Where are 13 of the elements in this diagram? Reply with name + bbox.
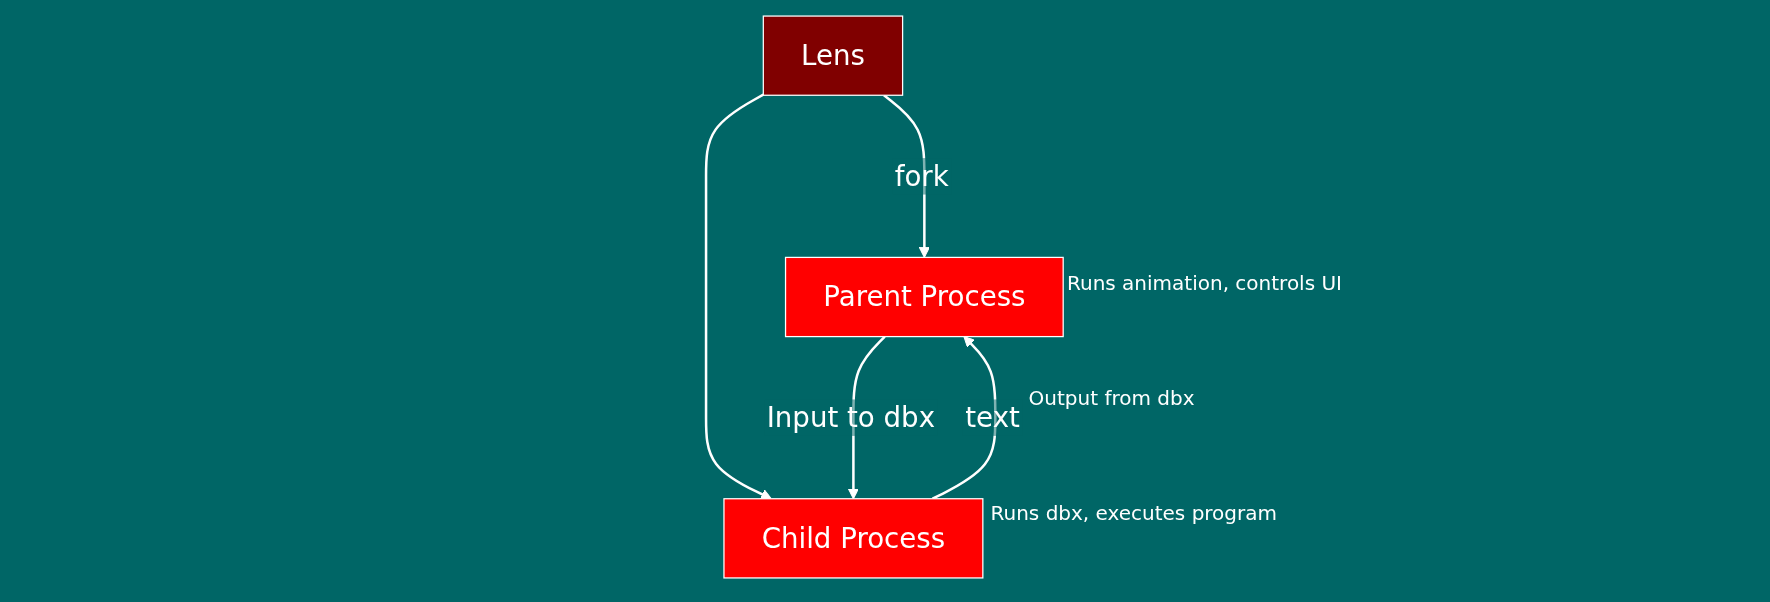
note-text: Output from dbx (1028, 385, 1195, 410)
node-box: Lens (763, 15, 904, 96)
edge-label: text (965, 401, 1021, 435)
node-box: Parent Process (785, 256, 1065, 338)
arrow (883, 94, 931, 258)
node-caption: Runs dbx, executes program (990, 500, 1277, 525)
arrow (932, 336, 997, 500)
node-box: Child Process (723, 498, 984, 579)
edge-label: fork (895, 159, 950, 193)
arrow (848, 335, 887, 500)
arrow (705, 93, 773, 500)
node-caption: Runs animation, controls UI (1066, 271, 1342, 295)
edge-label: Input to dbx (767, 401, 936, 435)
